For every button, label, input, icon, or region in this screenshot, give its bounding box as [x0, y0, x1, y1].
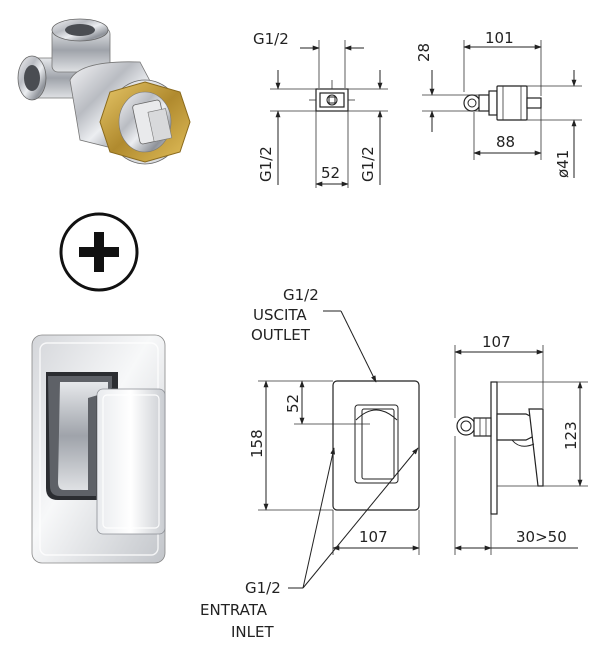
plus-icon [59, 212, 139, 292]
outlet-english-label: OUTLET [251, 326, 311, 344]
outlet-italian-label: USCITA [253, 306, 307, 324]
plate-front-width: 107 [359, 528, 388, 546]
outlet-thread-label: G1/2 [283, 286, 319, 304]
valve-top-thread-top: G1/2 [253, 30, 289, 48]
plate-front-height: 158 [248, 429, 266, 458]
valve-side-depth: 88 [496, 133, 515, 151]
valve-top-view-drawing [270, 40, 388, 188]
inlet-english-label: INLET [231, 623, 274, 641]
plate-side-view-drawing [454, 345, 588, 555]
plate-front-view-drawing [258, 310, 420, 589]
valve-top-thread-left: G1/2 [257, 146, 275, 182]
valve-top-thread-right: G1/2 [359, 146, 377, 182]
plate-side-adjust: 30>50 [516, 528, 567, 546]
valve-side-height: 28 [415, 43, 433, 62]
wall-plate-photo [31, 334, 166, 564]
valve-top-width: 52 [321, 164, 340, 182]
plate-side-height: 123 [562, 421, 580, 450]
inlet-thread-label: G1/2 [245, 579, 281, 597]
plate-side-depth: 107 [482, 333, 511, 351]
plate-front-offset: 52 [284, 394, 302, 413]
valve-side-length: 101 [485, 29, 514, 47]
valve-side-diameter: ø41 [554, 150, 572, 178]
valve-side-view-drawing [422, 40, 582, 178]
inlet-italian-label: ENTRATA [200, 601, 268, 619]
valve-body-photo [17, 18, 191, 165]
